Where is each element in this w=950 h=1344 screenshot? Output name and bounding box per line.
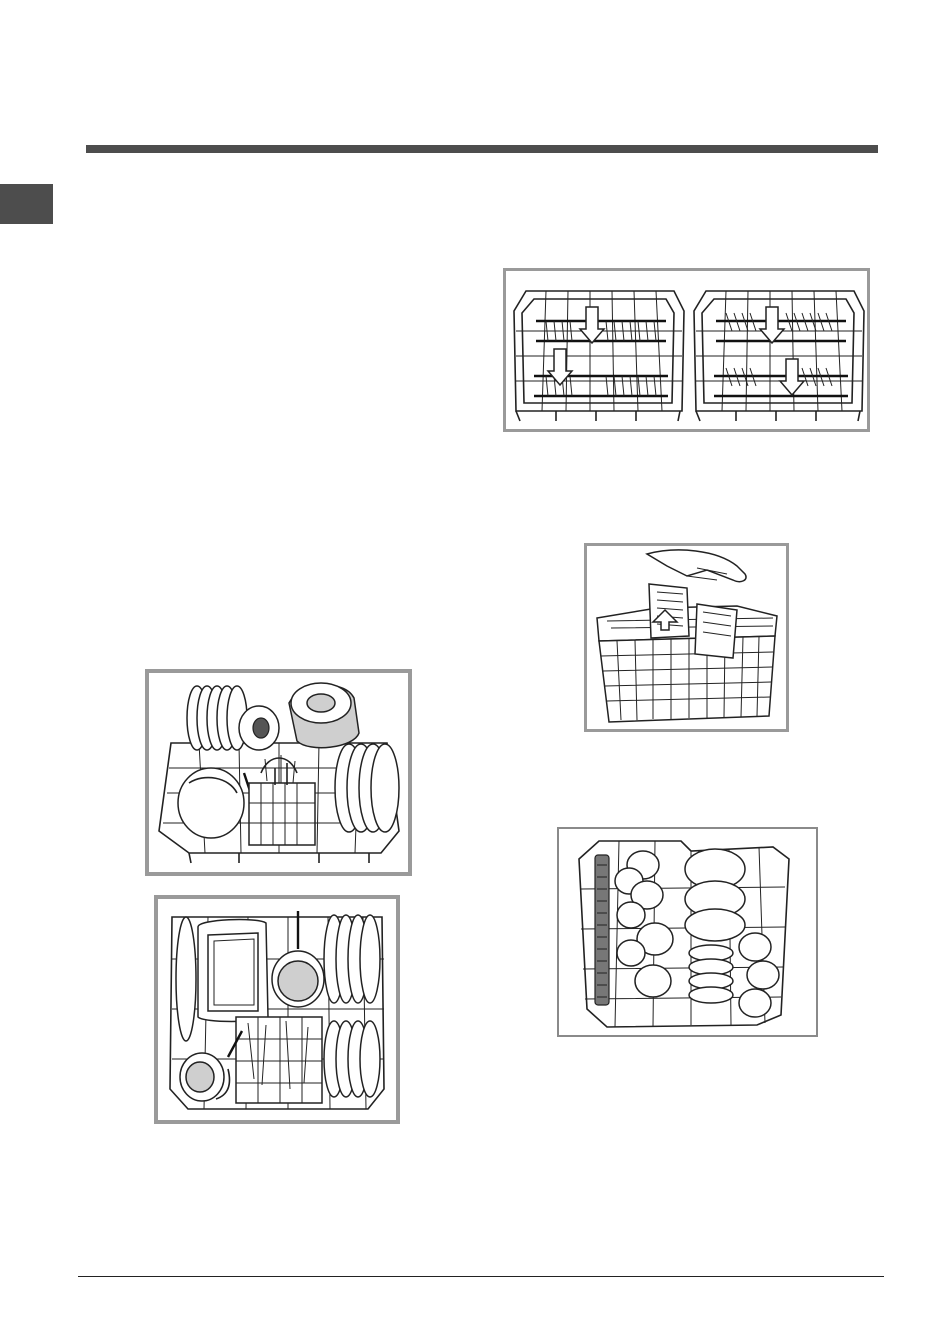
upper-rack-cups-illustration bbox=[559, 829, 816, 1035]
lower-rack-loaded-figure bbox=[145, 669, 412, 876]
language-tab bbox=[0, 184, 53, 224]
rack-adjustment-illustration bbox=[506, 271, 867, 429]
lower-rack-loaded-illustration bbox=[149, 673, 408, 872]
rack-adjustment-figure bbox=[503, 268, 870, 432]
lower-rack-pots-illustration bbox=[158, 899, 396, 1120]
upper-rack-cups-figure bbox=[557, 827, 818, 1037]
cutlery-basket-illustration bbox=[587, 546, 786, 729]
cutlery-basket-figure bbox=[584, 543, 789, 732]
header-rule bbox=[86, 145, 878, 153]
lower-rack-pots-figure bbox=[154, 895, 400, 1124]
footer-rule bbox=[78, 1276, 884, 1277]
